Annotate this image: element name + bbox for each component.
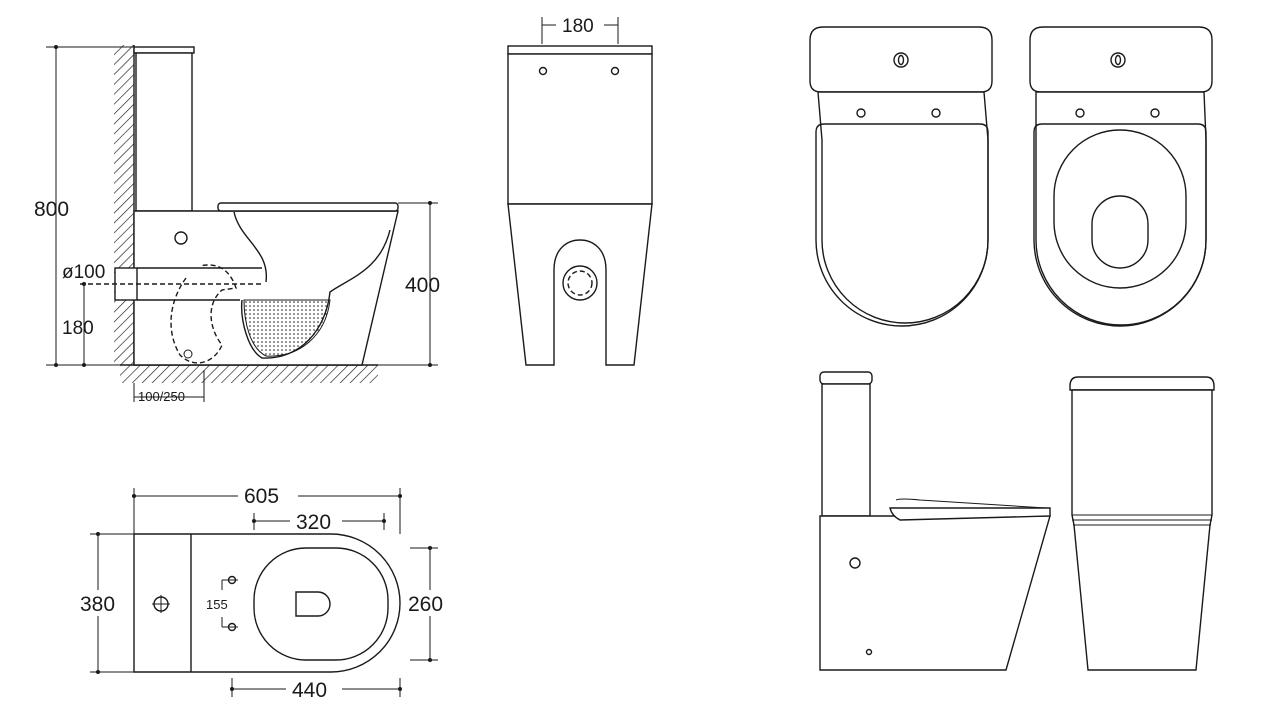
dim-hole-spacing: 155: [206, 597, 228, 612]
bowl-closed: [817, 91, 989, 324]
back-outlet-inner: [567, 270, 593, 296]
drain-mark: [183, 349, 193, 359]
dim-base-length: 440: [292, 679, 327, 702]
dim-pipe-diameter: ø100: [62, 262, 105, 283]
dim-length-total: 605: [244, 485, 279, 508]
floor-hatching: [120, 365, 378, 383]
back-bolt-left: [538, 66, 548, 76]
flush-button-open: [1110, 52, 1126, 68]
trap-outline: [170, 264, 237, 364]
front-tank-lid: [1069, 376, 1215, 391]
lid-closed: [815, 123, 989, 327]
plain-body: [819, 515, 1051, 671]
dim-height-total: 800: [34, 198, 69, 221]
top-view: 155 605 320 380 260: [76, 484, 452, 702]
wall-hatching: [114, 45, 134, 365]
tank-lid: [133, 46, 195, 54]
top-bowl: [253, 547, 389, 661]
outlet-pipe: [114, 267, 138, 301]
hinge-right-closed: [931, 108, 941, 118]
back-bolt-right: [610, 66, 620, 76]
tank-top-closed: [809, 26, 993, 93]
back-tank: [507, 53, 653, 205]
flush-button-closed: [893, 52, 909, 68]
front-body: [1071, 389, 1213, 671]
hinge-left-closed: [856, 108, 866, 118]
hinge-right-open: [1150, 108, 1160, 118]
seat: [217, 202, 399, 212]
back-outlet-outer: [562, 265, 598, 301]
top-view-lid-open: [1029, 26, 1213, 327]
seat-ring-open: [1033, 123, 1207, 327]
side-view: 800 ø100 180 400 100/250: [34, 45, 440, 404]
dim-bowl-width: 260: [408, 593, 443, 616]
dim-width-total: 380: [80, 593, 115, 616]
tank: [135, 52, 193, 212]
seat-opening: [1053, 129, 1187, 289]
plain-seat-edge: [895, 498, 1047, 509]
plain-drain-mark: [865, 648, 873, 656]
dim-bowl-length: 320: [296, 511, 331, 534]
back-tank-lid: [507, 45, 653, 55]
bowl-drain-open: [1091, 195, 1149, 269]
back-base: [507, 203, 653, 366]
back-view: 180: [507, 16, 653, 366]
plain-flush-hole: [849, 557, 861, 569]
dim-wall-offset: 100/250: [138, 389, 185, 404]
top-outline: [133, 533, 401, 673]
dim-back-width: 180: [562, 16, 594, 37]
bowl-open: [1035, 91, 1207, 326]
dim-pipe-height: 180: [62, 318, 94, 339]
water-area: [243, 299, 331, 357]
front-elevation-plain: [1069, 376, 1215, 671]
flush-button-icon: [152, 595, 170, 613]
flush-hole: [174, 231, 188, 245]
side-elevation-plain: [819, 371, 1051, 671]
top-view-lid-closed: [809, 26, 993, 327]
hinge-left-open: [1075, 108, 1085, 118]
plain-tank: [821, 383, 871, 517]
dim-seat-height: 400: [405, 274, 440, 297]
plain-tank-lid: [819, 371, 873, 385]
plain-seat: [889, 507, 1051, 521]
top-drain: [295, 591, 331, 617]
